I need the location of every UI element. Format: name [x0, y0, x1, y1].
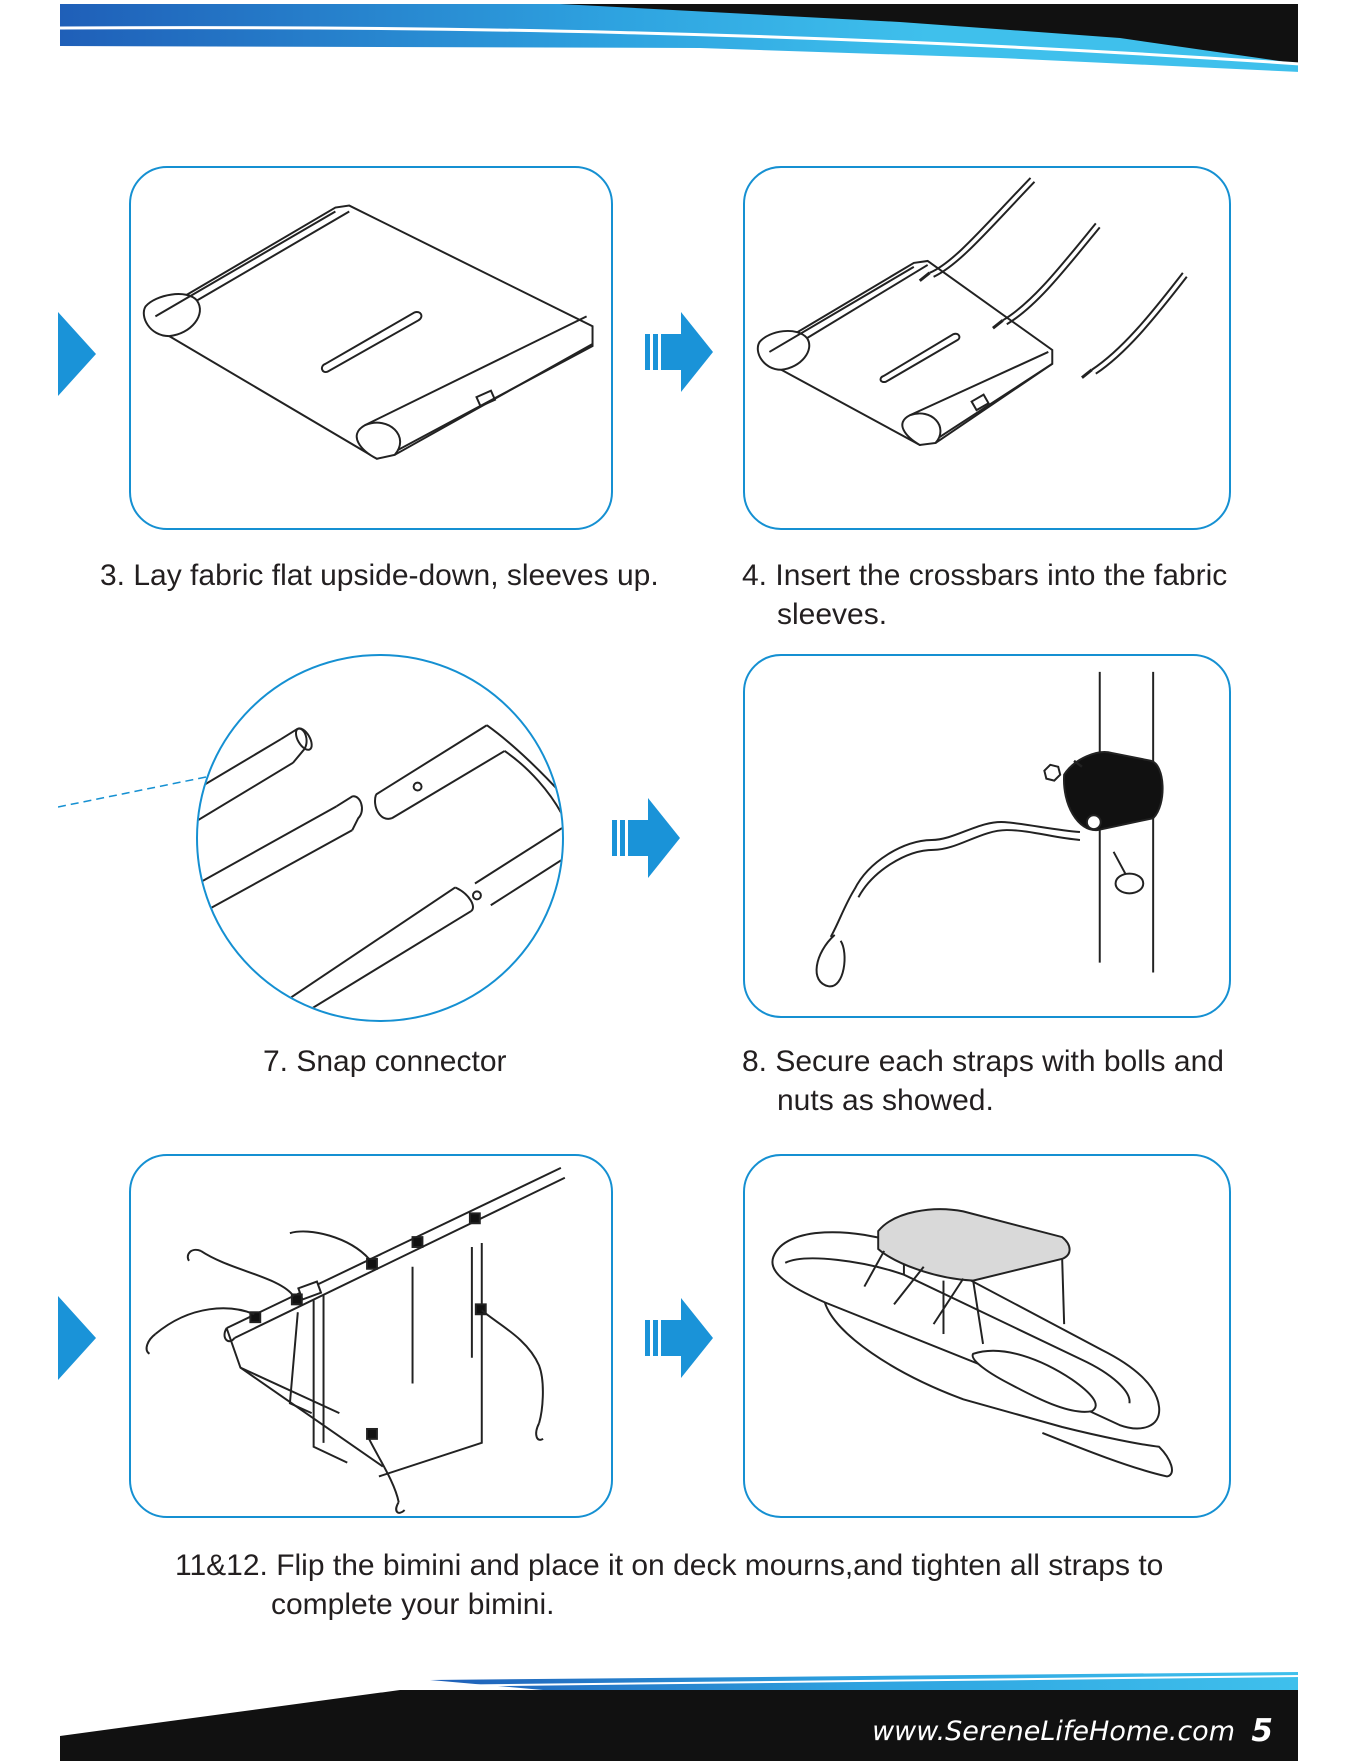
- step4-caption: 4. Insert the crossbars into the fabric …: [742, 556, 1227, 634]
- footer-website-url[interactable]: www.SereneLifeHome.com: [872, 1716, 1235, 1747]
- step7-illustration-panel: [196, 654, 564, 1022]
- left-edge-arrow-icon: [58, 1296, 98, 1380]
- step3-caption: 3. Lay fabric flat upside-down, sleeves …: [100, 556, 659, 595]
- step11-12-caption-line1: 11&12. Flip the bimini and place it on d…: [175, 1549, 1163, 1582]
- step11-12-caption-line2: complete your bimini.: [175, 1585, 1163, 1624]
- step11-illustration-panel: [129, 1154, 613, 1518]
- next-step-arrow-icon: [645, 310, 715, 394]
- left-edge-arrow-icon: [58, 312, 98, 396]
- boat-with-bimini-illustration: [745, 1156, 1229, 1516]
- step3-illustration-panel: [129, 166, 613, 530]
- strap-bolt-illustration: [745, 656, 1229, 1016]
- step12-illustration-panel: [743, 1154, 1231, 1518]
- next-step-arrow-icon: [612, 796, 682, 880]
- step8-illustration-panel: [743, 654, 1231, 1018]
- step4-caption-line2: sleeves.: [742, 595, 1227, 634]
- step4-caption-line1: 4. Insert the crossbars into the fabric: [742, 559, 1227, 592]
- snap-connector-illustration: [198, 656, 562, 1020]
- fabric-flat-illustration: [131, 168, 611, 528]
- step7-caption-text: 7. Snap connector: [263, 1045, 507, 1078]
- step4-illustration-panel: [743, 166, 1231, 530]
- step11-12-caption: 11&12. Flip the bimini and place it on d…: [175, 1546, 1163, 1624]
- header-band: [0, 0, 1361, 80]
- footer-page-number: 5: [1251, 1713, 1273, 1749]
- next-step-arrow-icon: [645, 1296, 715, 1380]
- step7-caption: 7. Snap connector: [263, 1042, 507, 1081]
- dashed-leader-line: [58, 775, 208, 810]
- step3-caption-text: 3. Lay fabric flat upside-down, sleeves …: [100, 559, 659, 592]
- step8-caption-line2: nuts as showed.: [742, 1081, 1224, 1120]
- step8-caption-line1: 8. Secure each straps with bolls and: [742, 1045, 1224, 1078]
- crossbars-insert-illustration: [745, 168, 1229, 528]
- bimini-frame-illustration: [131, 1156, 611, 1516]
- step8-caption: 8. Secure each straps with bolls and nut…: [742, 1042, 1224, 1120]
